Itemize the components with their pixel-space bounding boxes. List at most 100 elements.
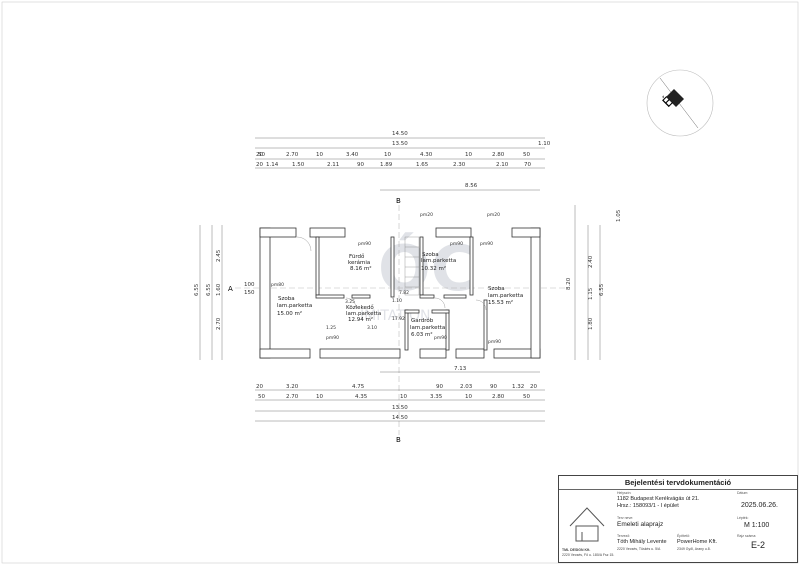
dim-right-seg2: 1.15 <box>588 287 594 300</box>
title-block-header: Bejelentési tervdokumentáció <box>624 478 732 487</box>
title-block-logo <box>562 496 612 546</box>
misc-label-3: 1.10 <box>392 298 402 304</box>
misc-label-12: pm90 <box>450 241 463 247</box>
builder-name: PowerHome Kft. <box>677 539 718 545</box>
room-bed1-area: 10.32 m² <box>421 265 446 272</box>
misc-label-8: pm20 <box>487 212 500 218</box>
dim-top-r2-6: 1.65 <box>416 162 429 168</box>
company-name: TML DESIGN Kft. <box>562 548 591 552</box>
dim-top-r1-1: 2.70 <box>286 152 299 158</box>
dim-bot-inner: 13.50 <box>392 405 408 411</box>
dim-top-r1-7: 2.80 <box>492 152 505 158</box>
dim-top-r2-2: 1.50 <box>292 162 305 168</box>
misc-label-2: 7.82 <box>399 290 409 296</box>
dim-bot-r2-1: 2.70 <box>286 394 299 400</box>
dim-left-seg3: 150 <box>244 290 255 296</box>
dim-top-r2-8: 2.10 <box>496 162 509 168</box>
date-label: Dátum: <box>737 491 749 495</box>
designer-label: Tervező: <box>617 534 631 538</box>
room-bed2-name: Szoba <box>278 296 295 302</box>
dim-bot-r1-3: 90 <box>436 384 443 390</box>
dim-top-r1-9: 1.10 <box>538 141 551 147</box>
dim-top-inner: 13.50 <box>392 141 408 147</box>
dim-left-seg4: 2.70 <box>216 317 222 330</box>
company-addr-2: 2220 Vecsés, Tüskés u. 5/A <box>617 547 661 551</box>
dim-right-seg1: 2.40 <box>588 255 594 268</box>
room-hall-area: 12.94 m² <box>348 316 373 323</box>
dim-top-overall: 14.50 <box>392 131 408 137</box>
dim-top-right-span: 8.56 <box>465 183 478 189</box>
misc-label-7: pm80 <box>271 282 284 288</box>
north-arrow: É <box>646 69 714 137</box>
room-hall-name: Közlekedő <box>346 305 374 311</box>
dim-bot-r2-5: 3.35 <box>430 394 443 400</box>
misc-labels: 3.25 3.10 7.82 1.10 1.25 17.92 pm90 pm80… <box>271 212 501 345</box>
dim-bot-r1-2: 4.75 <box>352 384 365 390</box>
dim-bot-r2-8: 50 <box>523 394 530 400</box>
room-ward-name: Gardrób <box>411 317 434 324</box>
dim-bot-r2-7: 2.80 <box>492 394 505 400</box>
sheet-label: Rajz száma: <box>737 534 757 538</box>
walls <box>259 227 541 359</box>
dim-top-r1-3: 3.40 <box>346 152 359 158</box>
misc-label-9: pm90 <box>326 335 339 341</box>
company-addr-1: 2220 Vecsés, Fő u. 180/A Fsz 15. <box>562 553 615 557</box>
misc-label-0: 3.25 <box>345 299 355 305</box>
dim-left-seg0: 2.45 <box>216 249 222 262</box>
location-line-2: Hrsz.: 158093/1 - I épület <box>617 503 679 509</box>
dim-top-r2-9: 70 <box>524 162 531 168</box>
misc-label-13: pm90 <box>480 241 493 247</box>
room-bed3-name: Szoba <box>488 286 505 292</box>
dim-bot-r1-7: 20 <box>530 384 537 390</box>
dims-right: 8.20 6.55 1.05 2.40 1.15 1.80 <box>566 209 622 330</box>
date-value: 2025.06.26. <box>741 502 778 509</box>
room-bath-area: 8.16 m² <box>350 265 372 272</box>
room-bath-name: Fürdő <box>349 254 365 260</box>
room-bed1-floor: lam.parketta <box>421 258 456 264</box>
dim-left-overall: 6.55 <box>194 283 200 296</box>
designer-name: Tóth Mihály Levente <box>617 539 667 545</box>
room-labels: Fürdő kerámia 8.16 m² Szoba lam.parketta… <box>277 252 523 338</box>
room-bed3-area: 15.53 m² <box>488 299 513 306</box>
dim-bot-overall: 14.50 <box>392 415 408 421</box>
dims-left: 6.55 6.55 2.45 1.60 100 150 2.70 <box>194 249 255 330</box>
dim-bot-r2-0: 50 <box>258 394 265 400</box>
dim-bot-r2-3: 4.35 <box>355 394 368 400</box>
section-mark-bottom: B <box>396 436 401 444</box>
dim-bot-r1-1: 3.20 <box>286 384 299 390</box>
dim-top-r2-lead: 20 <box>256 152 263 158</box>
dim-bot-r1-5: 90 <box>490 384 497 390</box>
room-bed1-name: Szoba <box>422 252 439 258</box>
scale-label: Lépték: <box>737 516 749 520</box>
dim-bot-r1-6: 1.32 <box>512 384 524 390</box>
misc-label-6: pm90 <box>358 241 371 247</box>
section-mark-top: B <box>396 197 401 205</box>
room-bath-floor: kerámia <box>348 259 370 266</box>
dim-top-r1-0: 50 <box>258 152 265 158</box>
dim-right-inner: 6.55 <box>599 283 605 296</box>
dimension-lines <box>199 137 601 422</box>
dim-top-r2-4: 90 <box>357 162 364 168</box>
dims-bottom: 7.13 20 3.20 4.75 90 2.03 90 1.32 20 50 … <box>256 366 537 421</box>
location-line-1: 1182 Budapest Kerékvágás út 21. <box>617 496 700 502</box>
dim-top-r1-5: 4.30 <box>420 152 433 158</box>
room-bed3-floor: lam.parketta <box>488 293 523 299</box>
scale-value: M 1:100 <box>744 522 770 529</box>
dim-left-inner: 6.55 <box>206 283 212 296</box>
misc-label-4: 1.25 <box>326 325 336 331</box>
dim-left-seg2: 100 <box>244 282 255 288</box>
misc-label-1: 3.10 <box>367 325 377 331</box>
builder-label: Építtető: <box>677 534 691 538</box>
plan-label: Terv neve: <box>617 516 634 520</box>
room-bed2-floor: lam.parketta <box>277 303 312 309</box>
dim-top-r2-5: 1.89 <box>380 162 393 168</box>
dim-bot-r2-6: 10 <box>465 394 472 400</box>
dim-left-seg1: 1.60 <box>216 283 222 296</box>
dim-top-r2-3: 2.11 <box>327 162 339 168</box>
title-block: Bejelentési tervdokumentáció TML DESIGN … <box>558 475 798 563</box>
room-hall-floor: lam.parketta <box>346 311 381 317</box>
company-addr-3: 2349 Győl, Arany u.8. <box>677 547 711 551</box>
sheet-number: E-2 <box>751 540 766 550</box>
